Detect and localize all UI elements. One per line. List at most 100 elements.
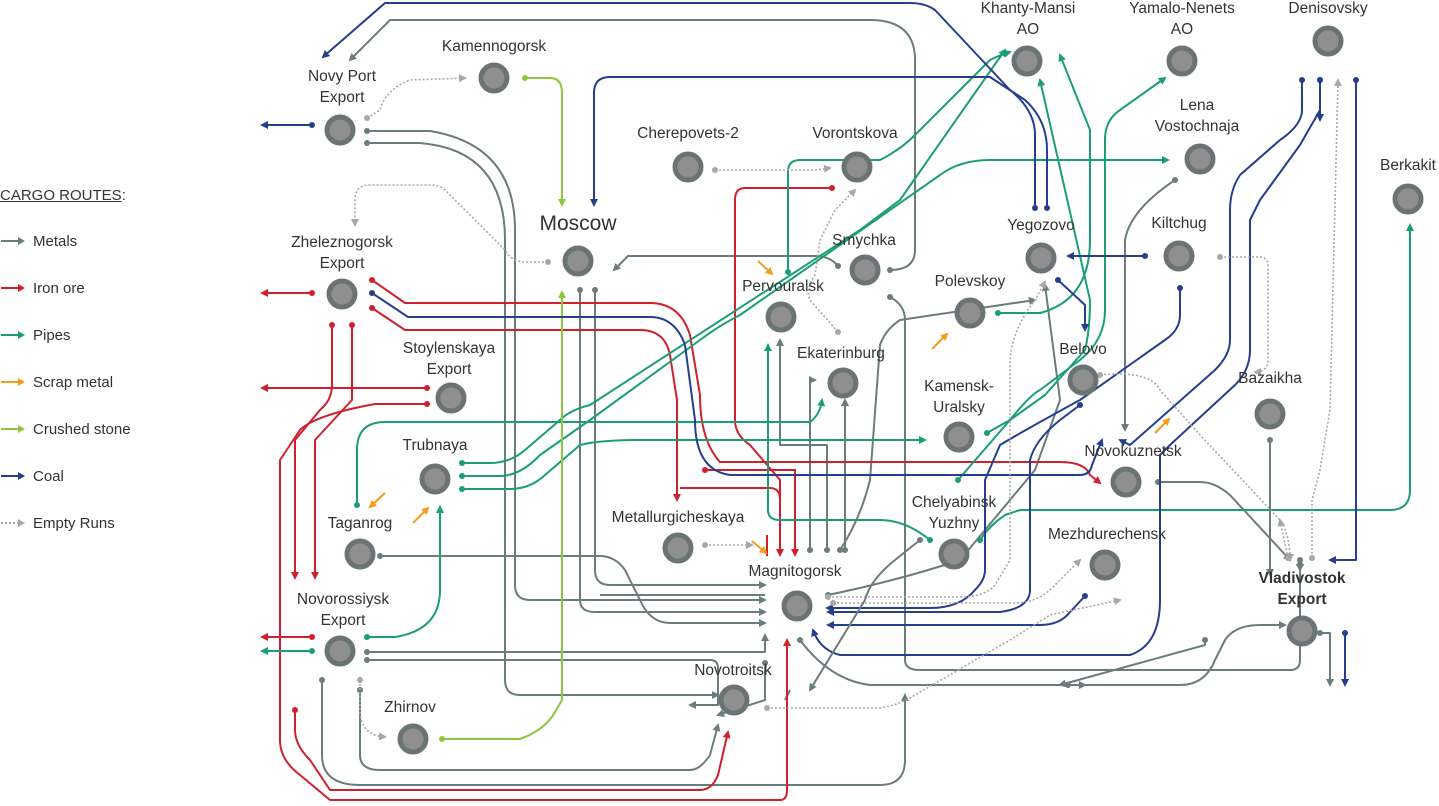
station-label-trubnaya: Trubnaya xyxy=(403,437,468,454)
station-novorossiysk xyxy=(324,635,356,667)
legend-label-metals: Metals xyxy=(33,232,78,250)
legend-label-iron: Iron ore xyxy=(33,279,85,297)
station-label-denisovsky: Denisovsky xyxy=(1288,0,1367,17)
station-label-stoylenskaya: Export xyxy=(427,361,472,378)
station-moscow xyxy=(562,245,594,277)
station-label-vladivostok: Vladivostok xyxy=(1259,570,1346,587)
station-chelyabinsk xyxy=(938,538,970,570)
route-metals xyxy=(364,633,769,655)
station-label-polevskoy: Polevskoy xyxy=(935,273,1006,290)
station-magnitogorsk xyxy=(781,590,813,622)
route-metals xyxy=(577,287,767,616)
station-bazaikha xyxy=(1254,398,1286,430)
legend-label-pipes: Pipes xyxy=(33,326,71,344)
route-stone xyxy=(439,290,566,742)
route-scrap xyxy=(931,332,949,350)
station-label-novorossiysk: Novorossiysk xyxy=(297,591,389,608)
route-metals xyxy=(807,376,817,553)
route-iron xyxy=(734,185,835,557)
route-coal xyxy=(1055,277,1089,332)
legend-label-scrap: Scrap metal xyxy=(33,373,114,391)
station-novokuznetsk xyxy=(1110,466,1142,498)
legend-item-stone: Crushed stone xyxy=(0,419,131,439)
station-vorontskova xyxy=(841,151,873,183)
station-novotroitsk xyxy=(718,684,750,716)
legend-swatch-coal xyxy=(1,472,25,480)
station-label-novyport: Novy Port xyxy=(308,68,377,85)
legend-title: CARGO ROUTES: xyxy=(0,187,126,204)
station-label-zheleznogorsk: Zheleznogorsk xyxy=(291,234,393,251)
station-taganrog xyxy=(344,538,376,570)
route-empty xyxy=(807,188,857,335)
route-scrap xyxy=(368,492,386,509)
route-scrap xyxy=(757,260,774,276)
route-coal xyxy=(826,593,1088,629)
route-metals xyxy=(357,687,721,771)
station-novyport xyxy=(324,114,356,146)
station-metallurg xyxy=(662,532,694,564)
legend-swatch-metals xyxy=(1,237,25,245)
station-label-khanty: AO xyxy=(1017,21,1039,38)
route-iron xyxy=(311,322,355,580)
station-label-bazaikha: Bazaikha xyxy=(1238,370,1302,387)
route-metals xyxy=(319,677,909,786)
route-empty xyxy=(1277,518,1291,561)
legend-item-empty: Empty Runs xyxy=(0,513,115,533)
route-empty xyxy=(351,184,551,265)
station-zheleznogorsk xyxy=(326,278,358,310)
station-mezhdurechensk xyxy=(1089,549,1121,581)
station-kamensk xyxy=(943,421,975,453)
route-metals xyxy=(1317,630,1334,687)
route-empty xyxy=(357,677,387,741)
station-label-chelyabinsk: Yuzhny xyxy=(929,515,980,532)
station-berkakit xyxy=(1392,183,1424,215)
station-belovo xyxy=(1067,364,1099,396)
station-label-kamensk: Uralsky xyxy=(933,399,985,416)
station-label-khanty: Khanty-Mansi xyxy=(981,0,1076,17)
legend-swatch-scrap xyxy=(1,378,25,386)
station-label-stoylenskaya: Stoylenskaya xyxy=(403,340,496,357)
station-label-novyport: Export xyxy=(320,89,365,106)
station-label-lena: Vostochnaja xyxy=(1155,118,1240,135)
route-empty xyxy=(364,74,467,121)
station-label-kamensk: Kamensk- xyxy=(924,378,994,395)
legend-item-coal: Coal xyxy=(0,466,64,486)
route-empty xyxy=(1309,78,1342,561)
station-denisovsky xyxy=(1312,25,1344,57)
station-ekaterinburg xyxy=(827,367,859,399)
legend-swatch-iron xyxy=(1,284,25,292)
station-yegozovo xyxy=(1025,242,1057,274)
station-label-mezhdurechensk: Mezhdurechensk xyxy=(1048,526,1166,543)
legend-swatch-empty xyxy=(1,519,25,527)
station-label-metallurg: Metallurgicheskaya xyxy=(612,509,745,526)
station-label-novotroitsk: Novotroitsk xyxy=(694,662,772,679)
station-stoylenskaya xyxy=(435,382,467,414)
station-trubnaya xyxy=(419,463,451,495)
route-metals xyxy=(808,537,923,692)
route-iron xyxy=(292,707,731,791)
route-iron xyxy=(279,401,791,801)
station-label-vladivostok: Export xyxy=(1277,591,1326,608)
station-label-kamennogorsk: Kamennogorsk xyxy=(442,38,547,55)
station-polevskoy xyxy=(954,297,986,329)
route-metals xyxy=(1058,637,1208,688)
station-zhirnov xyxy=(397,723,429,755)
route-empty xyxy=(712,164,832,173)
station-label-belovo: Belovo xyxy=(1059,341,1106,358)
station-yamalo xyxy=(1166,45,1198,77)
route-iron xyxy=(291,322,335,580)
legend-item-metals: Metals xyxy=(0,231,77,251)
station-cherepovets xyxy=(672,151,704,183)
station-label-vorontskova: Vorontskova xyxy=(812,125,898,142)
station-label-magnitogorsk: Magnitogorsk xyxy=(748,563,841,580)
station-label-moscow: Moscow xyxy=(539,212,617,235)
station-label-zheleznogorsk: Export xyxy=(320,255,365,272)
station-label-taganrog: Taganrog xyxy=(328,515,393,532)
route-coal xyxy=(811,77,1323,656)
station-smychka xyxy=(849,254,881,286)
station-label-yegozovo: Yegozovo xyxy=(1007,217,1075,234)
legend-item-pipes: Pipes xyxy=(0,325,71,345)
legend-label-empty: Empty Runs xyxy=(33,514,115,532)
station-khanty xyxy=(1011,45,1043,77)
station-label-novokuznetsk: Novokuznetsk xyxy=(1084,443,1182,460)
